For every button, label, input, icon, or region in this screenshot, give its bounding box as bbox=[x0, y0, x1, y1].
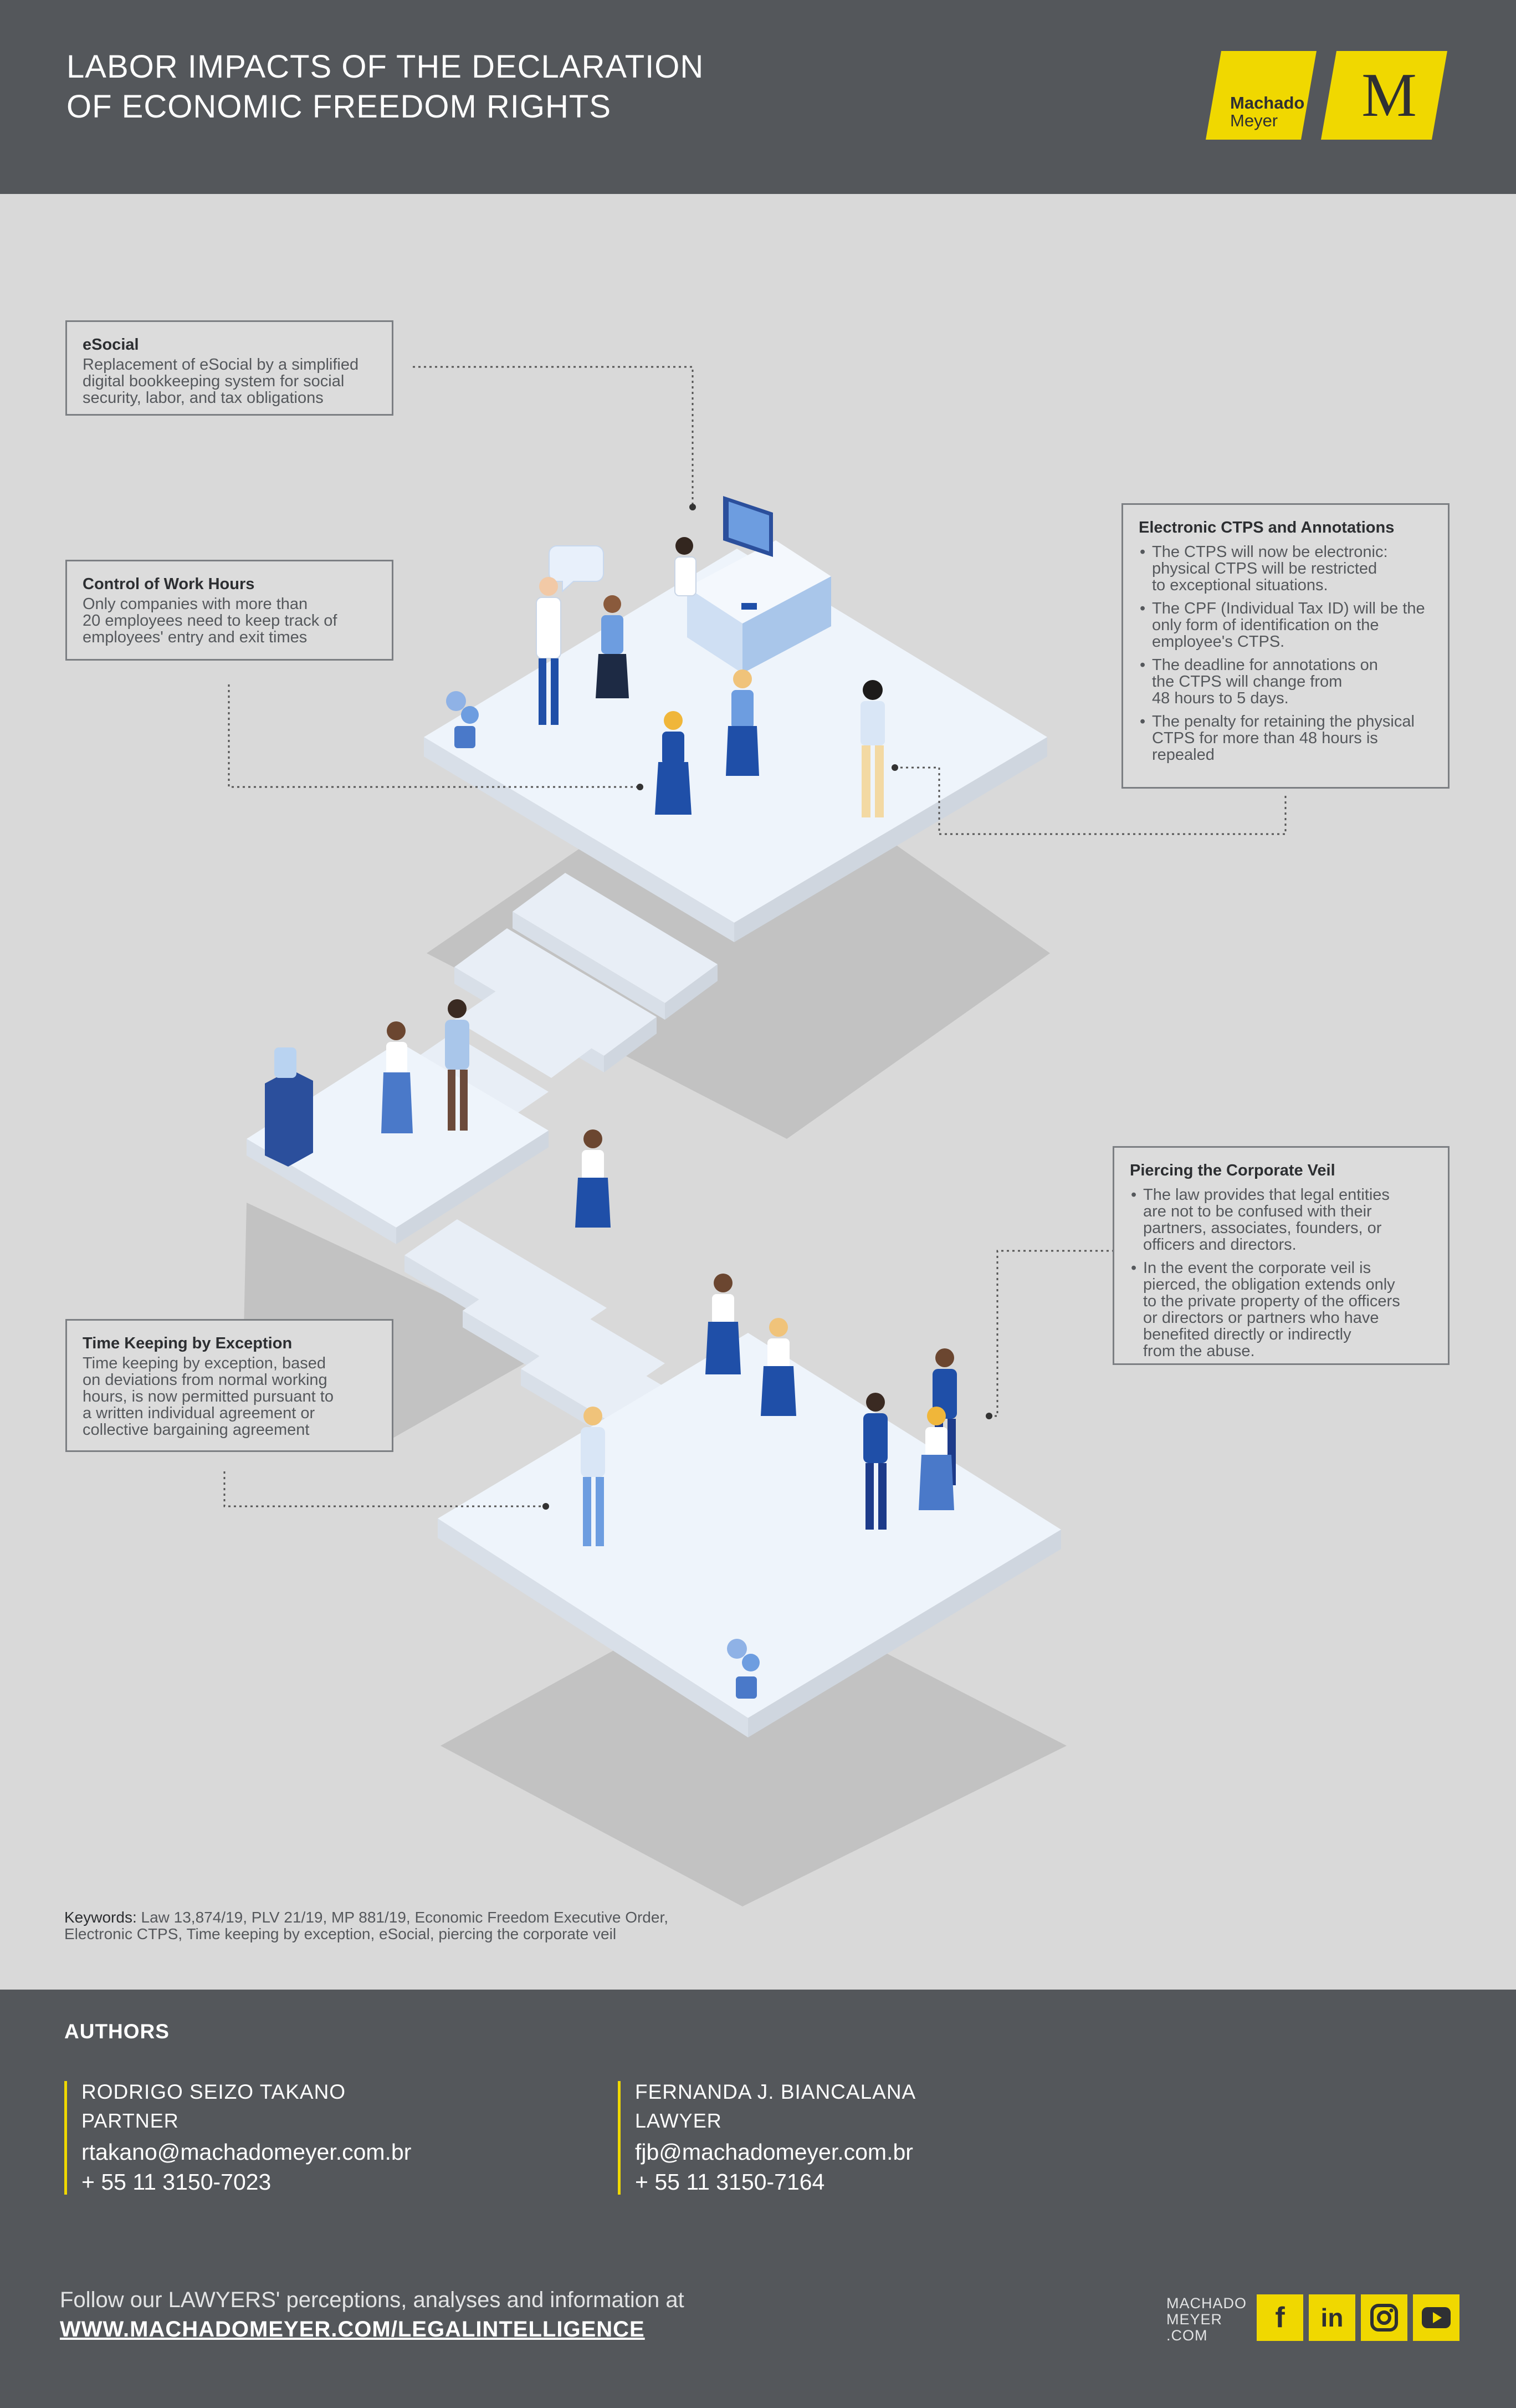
author-email[interactable]: fjb@machadomeyer.com.br bbox=[635, 2139, 913, 2165]
callout-title: Time Keeping by Exception bbox=[83, 1335, 293, 1352]
callout-corporate-veil: Piercing the Corporate Veil The law prov… bbox=[1113, 1146, 1450, 1365]
legal-intelligence-link[interactable]: WWW.MACHADOMEYER.COM/LEGALINTELLIGENCE bbox=[60, 2317, 645, 2341]
instagram-icon[interactable] bbox=[1361, 2294, 1407, 2341]
callout-title: Electronic CTPS and Annotations bbox=[1139, 519, 1395, 536]
platform-middle bbox=[247, 1042, 549, 1244]
keywords: Keywords: Law 13,874/19, PLV 21/19, MP 8… bbox=[64, 1909, 840, 1942]
shadow-bottom bbox=[441, 1579, 1067, 1906]
plant-top bbox=[446, 691, 479, 748]
callout-electronic-ctps: Electronic CTPS and Annotations The CTPS… bbox=[1121, 503, 1450, 789]
desk-with-computer bbox=[687, 496, 831, 673]
author-phone[interactable]: + 55 11 3150-7023 bbox=[81, 2169, 272, 2195]
plant-bottom bbox=[727, 1639, 760, 1699]
keywords-label: Keywords: bbox=[64, 1909, 137, 1926]
keywords-text-2: Electronic CTPS, Time keeping by excepti… bbox=[64, 1925, 617, 1942]
list-item: The law provides that legal entitiesare … bbox=[1130, 1187, 1432, 1253]
callout-connectors bbox=[223, 366, 1287, 1507]
follow-text: Follow our LAWYERS' perceptions, analyse… bbox=[60, 2288, 684, 2312]
authors-section: AUTHORS RODRIGO SEIZO TAKANO PARTNER rta… bbox=[0, 1990, 1516, 2408]
main-illustration bbox=[0, 194, 1516, 1990]
header: LABOR IMPACTS OF THE DECLARATION OF ECON… bbox=[0, 0, 1516, 194]
authors-title: AUTHORS bbox=[64, 2020, 170, 2043]
author-role: PARTNER bbox=[81, 2109, 179, 2132]
author-card: FERNANDA J. BIANCALANA LAWYER fjb@machad… bbox=[618, 2081, 916, 2195]
logo-wordmark: Machado Meyer bbox=[1230, 93, 1305, 130]
water-cooler bbox=[265, 1047, 313, 1167]
list-item: The CPF (Individual Tax ID) will be theo… bbox=[1139, 600, 1432, 650]
author-card: RODRIGO SEIZO TAKANO PARTNER rtakano@mac… bbox=[64, 2081, 411, 2195]
youtube-glyph bbox=[1422, 2307, 1451, 2328]
callout-work-hours: Control of Work Hours Only companies wit… bbox=[65, 560, 393, 661]
callout-title: eSocial bbox=[83, 336, 139, 354]
youtube-icon[interactable] bbox=[1413, 2294, 1459, 2341]
author-name: RODRIGO SEIZO TAKANO bbox=[81, 2080, 346, 2103]
callout-title: Control of Work Hours bbox=[83, 575, 255, 593]
speech-bubble bbox=[549, 545, 604, 593]
staircase-upper bbox=[399, 873, 718, 1128]
list-item: The CTPS will now be electronic:physical… bbox=[1139, 544, 1432, 594]
isometric-office-scene bbox=[223, 366, 1287, 1906]
site-wordmark: MACHADO MEYER .COM bbox=[1166, 2295, 1247, 2344]
author-role: LAWYER bbox=[635, 2109, 722, 2132]
callout-esocial: eSocial Replacement of eSocial by a simp… bbox=[65, 320, 393, 416]
page-title: LABOR IMPACTS OF THE DECLARATION OF ECON… bbox=[66, 49, 704, 125]
callout-time-keeping: Time Keeping by Exception Time keeping b… bbox=[65, 1319, 393, 1452]
author-phone[interactable]: + 55 11 3150-7164 bbox=[635, 2169, 825, 2195]
instagram-glyph bbox=[1370, 2304, 1398, 2332]
linkedin-icon[interactable]: in bbox=[1309, 2294, 1355, 2341]
callout-list: The law provides that legal entitiesare … bbox=[1130, 1187, 1432, 1359]
people bbox=[381, 537, 957, 1546]
author-email[interactable]: rtakano@machadomeyer.com.br bbox=[81, 2139, 412, 2165]
facebook-icon[interactable]: f bbox=[1257, 2294, 1303, 2341]
callout-list: The CTPS will now be electronic:physical… bbox=[1139, 544, 1432, 763]
logo-mark: M bbox=[1361, 61, 1417, 130]
callout-title: Piercing the Corporate Veil bbox=[1130, 1162, 1335, 1179]
keywords-text: Law 13,874/19, PLV 21/19, MP 881/19, Eco… bbox=[136, 1909, 669, 1926]
connector-dots bbox=[542, 504, 992, 1510]
list-item: In the event the corporate veil ispierce… bbox=[1130, 1260, 1432, 1359]
author-name: FERNANDA J. BIANCALANA bbox=[635, 2080, 916, 2103]
list-item: The penalty for retaining the physicalCT… bbox=[1139, 713, 1432, 763]
machado-meyer-logo bbox=[1206, 51, 1447, 140]
